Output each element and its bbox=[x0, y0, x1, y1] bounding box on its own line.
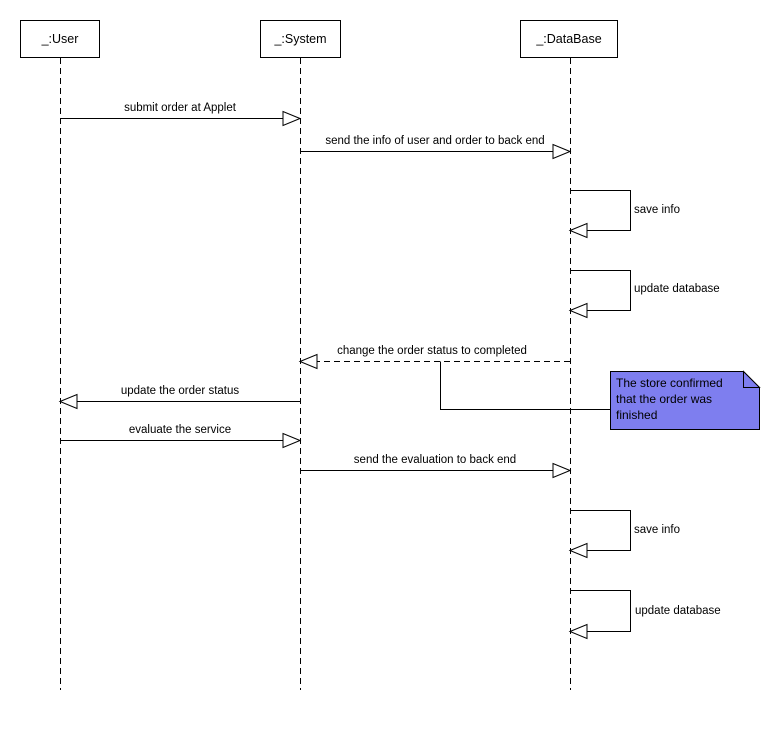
message-label-update-order-status: update the order status bbox=[120, 385, 240, 397]
arrowhead-left-icon bbox=[58, 393, 78, 410]
note-anchor-line bbox=[440, 361, 611, 410]
actor-label-system: _:System bbox=[274, 32, 327, 46]
arrowhead-left-icon bbox=[568, 623, 588, 640]
self-message-loop-update-database-1 bbox=[570, 270, 631, 311]
self-message-loop-save-info-2 bbox=[570, 510, 631, 551]
message-label-send-evaluation: send the evaluation to back end bbox=[353, 454, 517, 466]
self-message-loop-save-info-1 bbox=[570, 190, 631, 231]
message-label-save-info-1: save info bbox=[634, 204, 681, 216]
self-message-loop-update-database-2 bbox=[570, 590, 631, 632]
actor-label-user: _:User bbox=[41, 32, 79, 46]
actor-box-database: _:DataBase bbox=[520, 20, 618, 58]
message-label-change-status: change the order status to completed bbox=[337, 345, 527, 357]
actor-box-system: _:System bbox=[260, 20, 341, 58]
actor-box-user: _:User bbox=[20, 20, 100, 58]
message-label-send-info: send the info of user and order to back … bbox=[325, 135, 545, 147]
arrowhead-right-icon bbox=[552, 462, 572, 479]
arrowhead-left-icon bbox=[568, 222, 588, 239]
note-text-line: that the order was bbox=[616, 392, 713, 406]
note-text-line: The store confirmed bbox=[616, 376, 723, 390]
message-label-update-database-2: update database bbox=[635, 605, 721, 617]
note-shape bbox=[610, 371, 760, 430]
arrowhead-left-icon bbox=[298, 353, 318, 370]
note-text-line: finished bbox=[616, 408, 658, 422]
arrowhead-left-icon bbox=[568, 542, 588, 559]
message-label-submit-order: submit order at Applet bbox=[124, 102, 236, 114]
note-text: The store confirmed that the order was f… bbox=[616, 375, 752, 423]
message-label-update-database-1: update database bbox=[634, 283, 720, 295]
arrowhead-left-icon bbox=[568, 302, 588, 319]
note-fold-corner-icon bbox=[743, 370, 761, 388]
arrowhead-right-icon bbox=[282, 432, 302, 449]
message-label-evaluate-service: evaluate the service bbox=[128, 424, 232, 436]
message-label-save-info-2: save info bbox=[634, 524, 681, 536]
arrowhead-right-icon bbox=[552, 143, 572, 160]
actor-label-database: _:DataBase bbox=[536, 32, 602, 46]
arrowhead-right-icon bbox=[282, 110, 302, 127]
